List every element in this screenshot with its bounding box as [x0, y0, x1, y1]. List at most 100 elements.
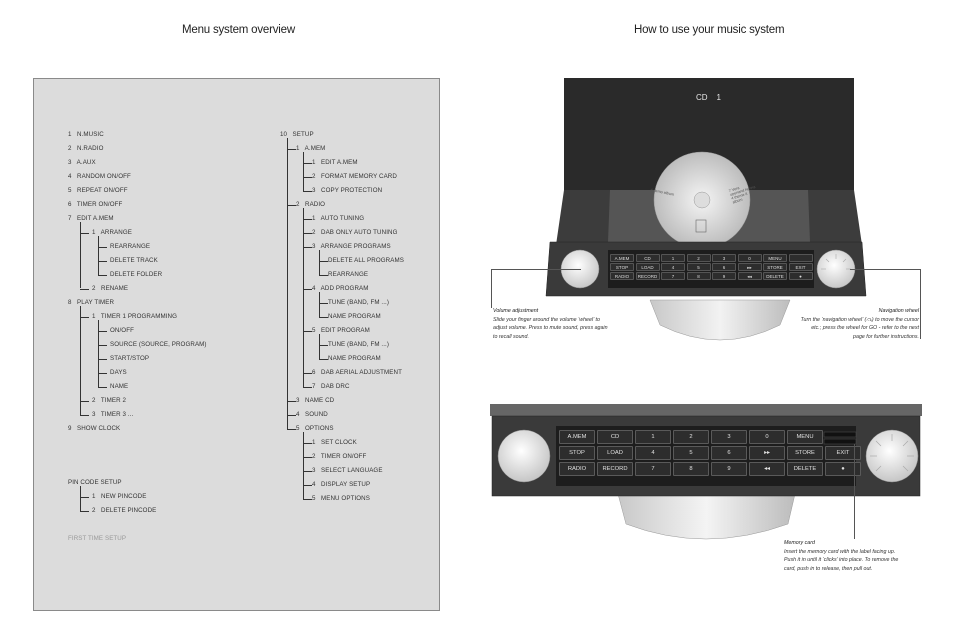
- key-button[interactable]: EXIT: [825, 446, 861, 460]
- menu-item: 1 ARRANGE: [92, 229, 132, 236]
- menu-item: PIN CODE SETUP: [68, 479, 122, 486]
- key-button[interactable]: MENU: [763, 254, 787, 262]
- key-button[interactable]: ◂◂: [749, 462, 785, 476]
- tree-branch: [80, 401, 89, 402]
- key-button[interactable]: 8: [686, 272, 711, 280]
- key-button[interactable]: CD: [635, 254, 660, 262]
- key-button[interactable]: LOAD: [635, 263, 660, 271]
- menu-item: 4 RANDOM ON/OFF: [68, 173, 131, 180]
- key-button[interactable]: 1: [661, 254, 685, 262]
- menu-item: START/STOP: [110, 355, 150, 362]
- tree-branch: [287, 429, 296, 430]
- key-button[interactable]: 9: [712, 272, 736, 280]
- key-button[interactable]: ●: [825, 462, 861, 476]
- key-button[interactable]: 9: [711, 462, 747, 476]
- menu-overview-heading: Menu system overview: [182, 24, 295, 36]
- menu-item: 7 EDIT A.MEM: [68, 215, 114, 222]
- menu-item: 10 SETUP: [280, 131, 314, 138]
- key-button[interactable]: LOAD: [597, 446, 633, 460]
- tree-branch: [287, 415, 296, 416]
- nav-caption-line: Turn the ‘navigation wheel’ (⤼) to move …: [800, 316, 919, 323]
- tree-branch: [303, 387, 312, 388]
- key-button[interactable]: 3: [712, 254, 736, 262]
- tree-line: [319, 334, 320, 359]
- key-button[interactable]: 5: [673, 446, 709, 460]
- tree-branch: [319, 317, 328, 318]
- tree-branch: [303, 373, 312, 374]
- nav-caption-title: Navigation wheel: [878, 308, 919, 314]
- key-button[interactable]: 8: [673, 462, 709, 476]
- volume-callout-line-v: [491, 269, 492, 308]
- key-button[interactable]: A.MEM: [559, 430, 595, 444]
- key-button[interactable]: 7: [635, 462, 671, 476]
- key-button[interactable]: 4: [635, 446, 671, 460]
- key-button[interactable]: 3: [711, 430, 747, 444]
- tree-branch: [80, 511, 89, 512]
- key-button[interactable]: 2: [673, 430, 709, 444]
- key-button[interactable]: DELETE: [763, 272, 787, 280]
- key-button[interactable]: 4: [661, 263, 685, 271]
- key-button[interactable]: STORE: [763, 263, 787, 271]
- key-button[interactable]: ●: [788, 272, 813, 280]
- key-button[interactable]: STOP: [610, 263, 634, 271]
- key-button[interactable]: RECORD: [597, 462, 633, 476]
- menu-item: 9 SHOW CLOCK: [68, 425, 121, 432]
- key-button[interactable]: 0: [749, 430, 785, 444]
- volume-caption-title: Volume adjustment: [493, 308, 539, 314]
- tree-branch: [303, 289, 312, 290]
- menu-item: NAME: [110, 383, 129, 390]
- key-button[interactable]: 2: [686, 254, 711, 262]
- tree-branch: [303, 331, 312, 332]
- menu-item: NAME PROGRAM: [328, 313, 381, 320]
- key-button[interactable]: 6: [712, 263, 736, 271]
- tree-branch: [98, 275, 107, 276]
- key-button[interactable]: RECORD: [635, 272, 660, 280]
- menu-item: NAME PROGRAM: [328, 355, 381, 362]
- key-button[interactable]: RADIO: [610, 272, 634, 280]
- menu-item: 1 A.MEM: [296, 145, 326, 152]
- key-button[interactable]: DELETE: [787, 462, 823, 476]
- menu-item: 3 A.AUX: [68, 159, 96, 166]
- key-button[interactable]: RADIO: [559, 462, 595, 476]
- tree-branch: [303, 163, 312, 164]
- nav-caption-line: etc.; press the wheel for GO - refer to …: [811, 325, 919, 332]
- key-button[interactable]: STORE: [787, 446, 823, 460]
- key-button[interactable]: STOP: [559, 446, 595, 460]
- key-button[interactable]: ▸▸: [737, 263, 762, 271]
- tree-line: [303, 208, 304, 387]
- key-button[interactable]: [788, 254, 813, 262]
- key-button[interactable]: CD: [597, 430, 633, 444]
- menu-item: 1 AUTO TUNING: [312, 215, 365, 222]
- tree-branch: [303, 457, 312, 458]
- tree-branch: [319, 261, 328, 262]
- tree-line: [80, 486, 81, 511]
- tree-branch: [303, 219, 312, 220]
- key-button[interactable]: 6: [711, 446, 747, 460]
- nav-caption-line: page for further instructions.: [853, 333, 919, 340]
- tree-branch: [98, 331, 107, 332]
- menu-item: 6 DAB AERIAL ADJUSTMENT: [312, 369, 402, 376]
- volume-caption-line: Slide your finger around the volume ‘whe…: [493, 316, 600, 323]
- key-button[interactable]: 0: [737, 254, 762, 262]
- key-button[interactable]: ◂◂: [737, 272, 762, 280]
- tree-branch: [303, 191, 312, 192]
- menu-item: 2 RADIO: [296, 201, 326, 208]
- menu-item: 2 TIMER 2: [92, 397, 126, 404]
- key-button[interactable]: 7: [661, 272, 685, 280]
- tree-branch: [303, 247, 312, 248]
- key-button[interactable]: 1: [635, 430, 671, 444]
- key-button[interactable]: A.MEM: [610, 254, 634, 262]
- menu-item: 7 DAB DRC: [312, 383, 350, 390]
- tree-line: [319, 292, 320, 317]
- menu-item: 2 FORMAT MEMORY CARD: [312, 173, 397, 180]
- key-button[interactable]: EXIT: [788, 263, 813, 271]
- menu-item: 5 REPEAT ON/OFF: [68, 187, 128, 194]
- tree-branch: [303, 233, 312, 234]
- key-button[interactable]: MENU: [787, 430, 823, 444]
- volume-callout-line: [491, 269, 581, 270]
- key-button[interactable]: ▸▸: [749, 446, 785, 460]
- menu-item: DELETE ALL PROGRAMS: [328, 257, 404, 264]
- key-button[interactable]: 5: [686, 263, 711, 271]
- memory-caption-line: card, push in to release, then pull out.: [784, 565, 873, 572]
